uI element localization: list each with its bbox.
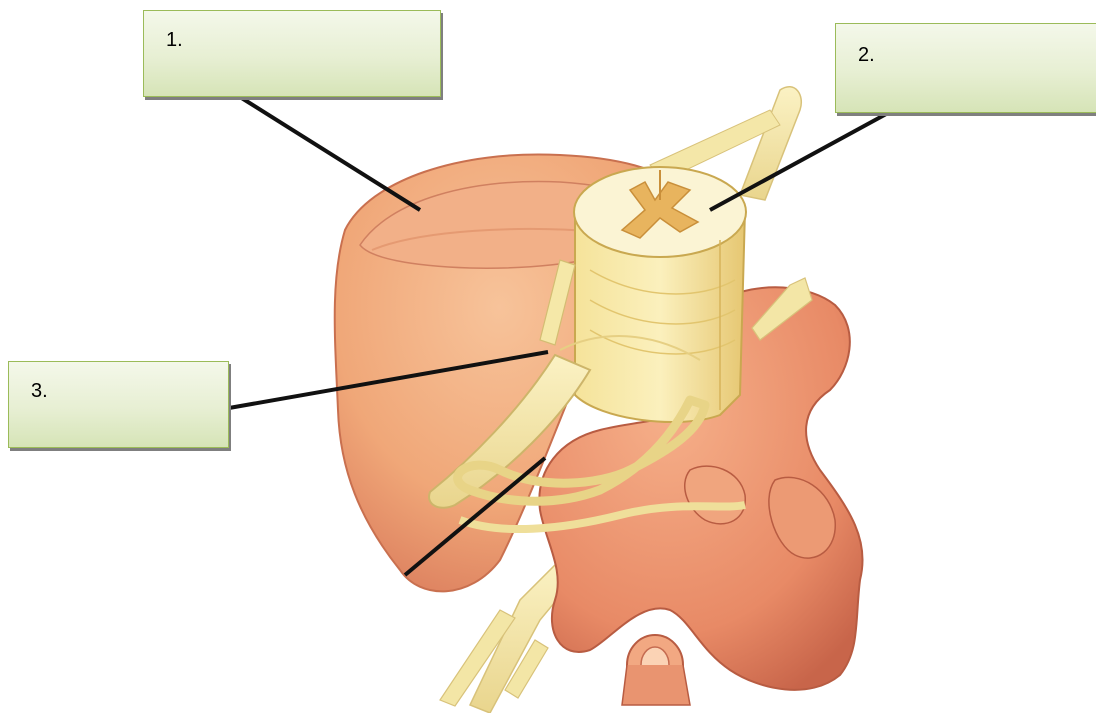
label-box-1[interactable]: 1. xyxy=(143,10,441,97)
label-box-2-text: 2. xyxy=(858,44,875,66)
leader-line-1 xyxy=(240,97,420,210)
label-box-1-text: 1. xyxy=(166,29,183,51)
label-box-3-text: 3. xyxy=(31,380,48,402)
label-box-3[interactable]: 3. xyxy=(8,361,229,448)
label-box-2[interactable]: 2. xyxy=(835,23,1096,113)
